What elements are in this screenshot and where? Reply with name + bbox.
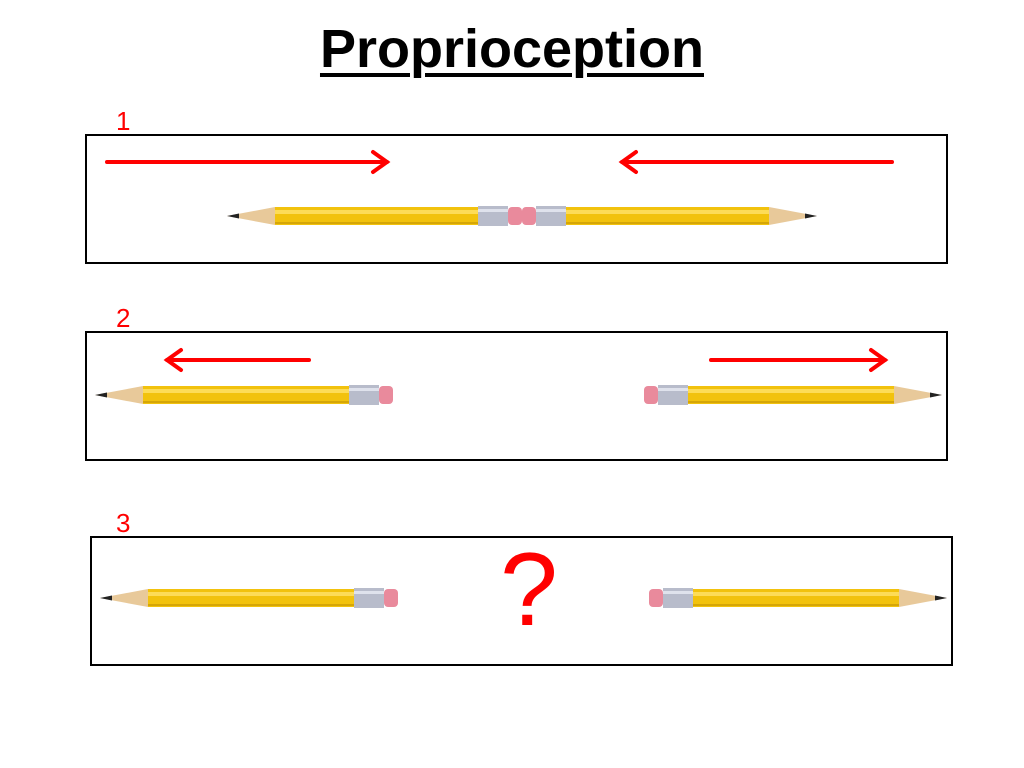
panel-2-diagram [95,348,942,405]
panel-1 [85,134,948,264]
arrow-left-icon [163,348,311,372]
arrow-left-icon [618,150,894,174]
panel-3 [90,536,953,666]
arrow-right-icon [105,150,391,174]
panel-3-label: 3 [116,508,131,538]
question-mark: ? [500,532,558,648]
panel-3-diagram [100,588,947,608]
panel-1-label: 1 [116,106,131,136]
pencil-icon [644,385,942,405]
panel-2-label: 2 [116,303,131,333]
pencil-icon [227,206,522,226]
panel-1-diagram [105,150,894,226]
panel-2 [85,331,948,461]
pencil-icon [100,588,398,608]
pencil-icon [522,206,817,226]
page-title: Proprioception [319,19,704,79]
pencil-icon [649,588,947,608]
pencil-icon [95,385,393,405]
arrow-right-icon [709,348,889,372]
